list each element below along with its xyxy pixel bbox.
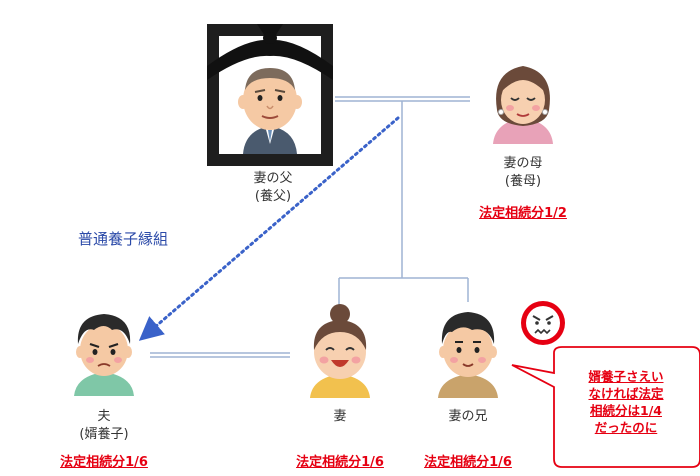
husband-sub: (婿養子) [79,427,129,442]
adoption-arrow [138,116,400,341]
mother-sub: (養母) [504,174,542,189]
brother-name: 妻の兄 [448,409,488,424]
bubble-line-2: なければ法定 [588,386,664,401]
brother-share: 法定相続分1/6 [424,455,512,470]
mother-name: 妻の母 [503,156,543,171]
wife-icon [310,304,370,398]
wife-share: 法定相続分1/6 [296,455,384,470]
bubble-message: 婿養子さえい なければ法定 相続分は1/4 だったのに [560,368,692,436]
couple-marriage-line [150,352,290,358]
father-sub: (養父) [254,189,292,204]
adoption-label: 普通養子縁組 [78,230,169,248]
husband-share: 法定相続分1/6 [60,455,148,470]
husband-name: 夫 [97,409,111,424]
bubble-line-4: だったのに [594,420,658,435]
husband-icon [74,314,134,396]
angry-face-icon [521,301,565,345]
mother-icon [493,66,553,144]
wife-name: 妻 [333,409,347,424]
bubble-line-1: 婿養子さえい [588,369,664,384]
brother-icon [438,312,498,398]
bubble-line-3: 相続分は1/4 [590,403,662,418]
funeral-portrait-icon [207,24,333,166]
parents-marriage-line [335,96,470,102]
father-name: 妻の父 [253,171,293,186]
mother-share: 法定相続分1/2 [479,206,567,221]
